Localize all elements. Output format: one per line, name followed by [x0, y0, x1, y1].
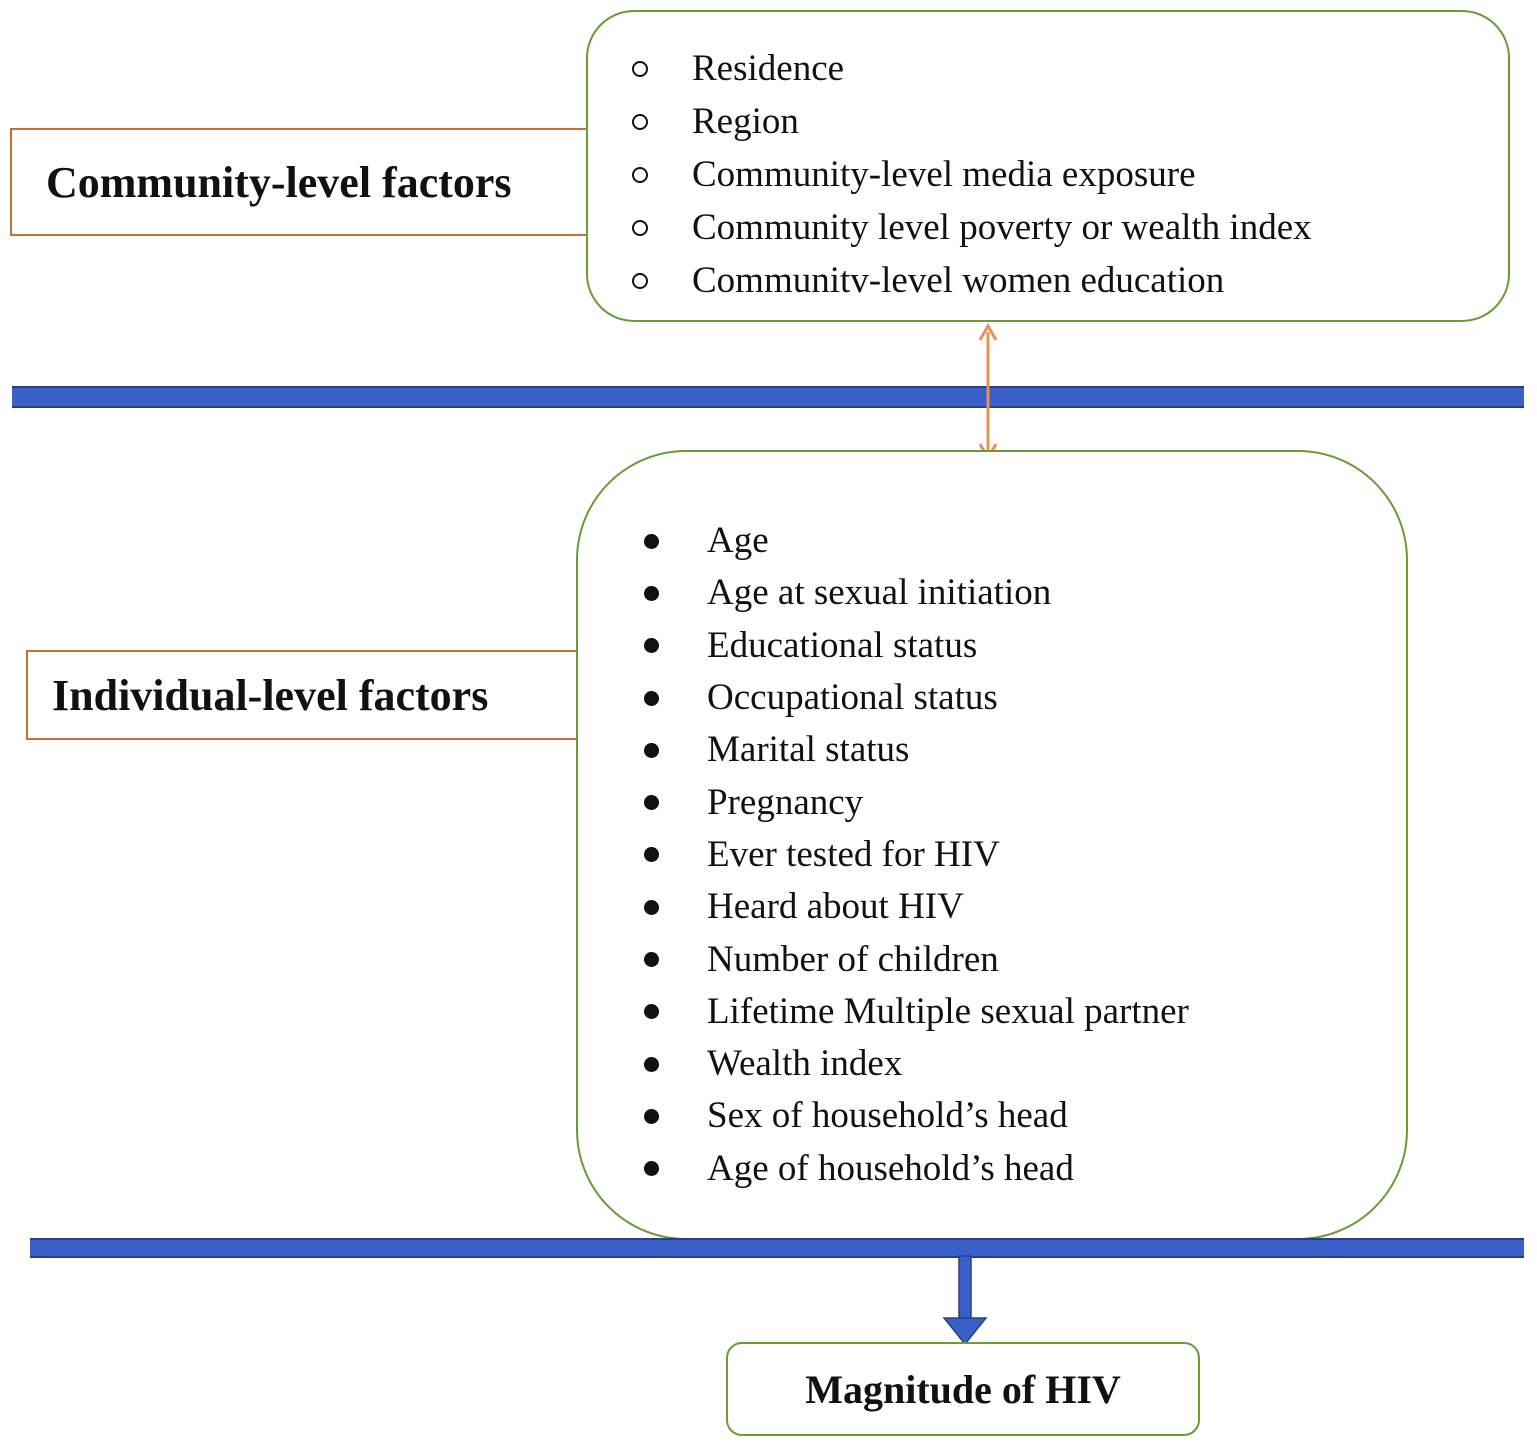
list-item: Marital status [644, 724, 1189, 776]
individual-factor-label: Occupational status [707, 677, 998, 719]
list-item: Age at sexual initiation [644, 567, 1189, 619]
list-item: Educational status [644, 620, 1189, 672]
list-item: Community level poverty or wealth index [632, 201, 1312, 254]
filled-dot-bullet-icon [644, 1004, 659, 1020]
filled-dot-bullet-icon [644, 742, 659, 758]
outcome-box: Magnitude of HIV [726, 1342, 1200, 1436]
filled-dot-bullet-icon [644, 585, 659, 601]
community-factors-box: Residence Region Community-level media e… [586, 10, 1510, 322]
individual-factor-label: Age [707, 520, 769, 562]
list-item: Ever tested for HIV [644, 829, 1189, 881]
list-item: Wealth index [644, 1038, 1189, 1090]
individual-factor-label: Heard about HIV [707, 886, 964, 928]
individual-factor-label: Educational status [707, 624, 978, 666]
list-item: Sex of household’s head [644, 1090, 1189, 1142]
individual-factor-label: Sex of household’s head [707, 1095, 1068, 1137]
community-factor-label: Community level poverty or wealth index [692, 206, 1312, 248]
individual-factor-label: Lifetime Multiple sexual partner [707, 990, 1189, 1032]
individual-level-label: Individual-level factors [26, 650, 578, 740]
hollow-circle-bullet-icon [632, 113, 648, 130]
hollow-circle-bullet-icon [632, 272, 648, 289]
list-item: Region [632, 95, 1312, 148]
filled-dot-bullet-icon [644, 1161, 659, 1177]
individual-factor-label: Number of children [707, 938, 999, 980]
individual-factors-list: Age Age at sexual initiation Educational… [644, 515, 1189, 1195]
individual-factor-label: Ever tested for HIV [707, 833, 1000, 875]
individual-level-label-text: Individual-level factors [52, 670, 489, 720]
outcome-label: Magnitude of HIV [805, 1366, 1121, 1412]
individual-factor-label: Marital status [707, 729, 910, 771]
community-factor-label: Region [692, 100, 799, 142]
filled-dot-bullet-icon [644, 952, 659, 968]
filled-dot-bullet-icon [644, 847, 659, 863]
list-item: Number of children [644, 933, 1189, 985]
community-factor-label: Communitv-level women education [692, 259, 1225, 301]
filled-dot-bullet-icon [644, 690, 659, 706]
community-factor-label: Community-level media exposure [692, 153, 1196, 195]
list-item: Pregnancy [644, 776, 1189, 828]
individual-factor-label: Wealth index [707, 1043, 903, 1085]
filled-dot-bullet-icon [644, 899, 659, 915]
filled-dot-bullet-icon [644, 795, 659, 811]
list-item: Age of household’s head [644, 1143, 1189, 1195]
filled-dot-bullet-icon [644, 1056, 659, 1072]
hollow-circle-bullet-icon [632, 166, 648, 183]
list-item: Age [644, 515, 1189, 567]
individual-factor-label: Pregnancy [707, 781, 864, 823]
top-divider-bar [12, 386, 1524, 408]
hollow-circle-bullet-icon [632, 219, 648, 236]
list-item: Residence [632, 42, 1312, 95]
community-level-label: Community-level factors [10, 128, 592, 236]
list-item: Heard about HIV [644, 881, 1189, 933]
list-item: Community-level media exposure [632, 148, 1312, 201]
list-item: Lifetime Multiple sexual partner [644, 986, 1189, 1038]
hollow-circle-bullet-icon [632, 60, 648, 77]
individual-factors-box: Age Age at sexual initiation Educational… [576, 450, 1408, 1240]
community-level-label-text: Community-level factors [46, 157, 512, 207]
individual-factor-label: Age at sexual initiation [707, 572, 1052, 614]
filled-dot-bullet-icon [644, 533, 659, 549]
community-factor-label: Residence [692, 47, 845, 89]
list-item: Occupational status [644, 672, 1189, 724]
filled-dot-bullet-icon [644, 638, 659, 654]
community-factors-list: Residence Region Community-level media e… [632, 42, 1312, 307]
bottom-divider-bar [30, 1238, 1524, 1258]
filled-dot-bullet-icon [644, 1108, 659, 1124]
individual-factor-label: Age of household’s head [707, 1147, 1074, 1189]
list-item: Communitv-level women education [632, 254, 1312, 307]
